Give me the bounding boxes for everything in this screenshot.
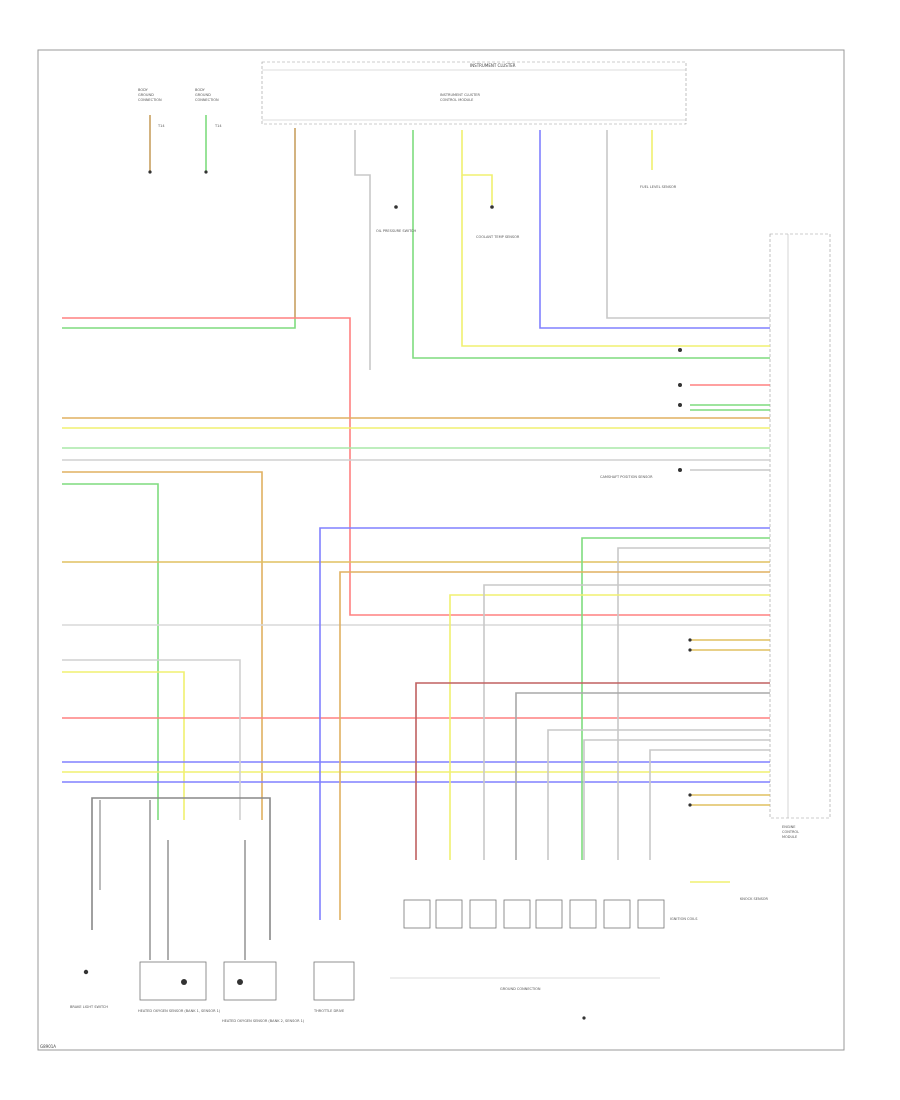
diagram-frame — [37, 49, 845, 1051]
oil-pressure-switch-label: OIL PRESSURE SWITCH — [376, 229, 416, 233]
ground-connection-label: GROUND CONNECTION — [500, 987, 541, 991]
svg-text:BODY: BODY — [138, 88, 149, 92]
ecm-terminals — [678, 348, 692, 807]
instrument-cluster-inner-label-2: CONTROL MODULE — [440, 98, 473, 102]
throttle-drive-label: THROTTLE DRIVE — [313, 1009, 344, 1013]
ecm-right-wires — [319, 384, 770, 920]
svg-text:T14: T14 — [157, 124, 165, 128]
svg-text:T14: T14 — [214, 124, 222, 128]
lower-left-harness: BRAKE LIGHT SWITCH HEATED OXYGEN SENSOR … — [70, 797, 355, 1023]
brake-light-switch-label: BRAKE LIGHT SWITCH — [70, 1005, 108, 1009]
coolant-temp-label: COOLANT TEMP SENSOR — [476, 235, 520, 239]
ignition-coils: IGNITION COILS GROUND CONNECTION — [390, 899, 698, 1020]
ecm-label-2: CONTROL — [782, 830, 799, 834]
cluster-wires — [62, 128, 770, 370]
left-heated-o2-label: HEATED OXYGEN SENSOR (BANK 1, SENSOR 1) — [138, 1009, 221, 1013]
footer-code: G8901A — [40, 1044, 56, 1049]
instrument-cluster-title: INSTRUMENT CLUSTER — [470, 63, 516, 68]
ecm-label-3: MODULE — [782, 835, 797, 839]
right-heated-o2-label: HEATED OXYGEN SENSOR (BANK 2, SENSOR 1) — [222, 1019, 305, 1023]
ecm-label-1: ENGINE — [782, 825, 795, 829]
instrument-cluster-inner-label-1: INSTRUMENT CLUSTER — [440, 93, 480, 97]
svg-text:BODY: BODY — [195, 88, 206, 92]
right-heated-o2-sensor — [223, 961, 277, 1001]
knock-sensor-label: KNOCK SENSOR — [740, 897, 769, 901]
svg-text:GROUND: GROUND — [195, 93, 211, 97]
ignition-coils-label: IGNITION COILS — [670, 917, 698, 921]
fuel-level-label: FUEL LEVEL SENSOR — [640, 185, 677, 189]
svg-text:CONNECTION: CONNECTION — [138, 98, 162, 102]
svg-text:CONNECTION: CONNECTION — [195, 98, 219, 102]
svg-text:GROUND: GROUND — [138, 93, 154, 97]
ground-connection-left: BODY GROUND CONNECTION T14 — [138, 88, 165, 174]
cam-sensor-label: CAMSHAFT POSITION SENSOR — [600, 475, 653, 479]
engine-control-module: ENGINE CONTROL MODULE — [769, 233, 831, 839]
throttle-drive — [313, 961, 355, 1001]
instrument-cluster: INSTRUMENT CLUSTER INSTRUMENT CLUSTER CO… — [261, 61, 687, 125]
horizontal-harness — [62, 317, 770, 820]
ground-connection-right: BODY GROUND CONNECTION T14 — [195, 88, 222, 174]
left-heated-o2-sensor — [139, 961, 207, 1001]
